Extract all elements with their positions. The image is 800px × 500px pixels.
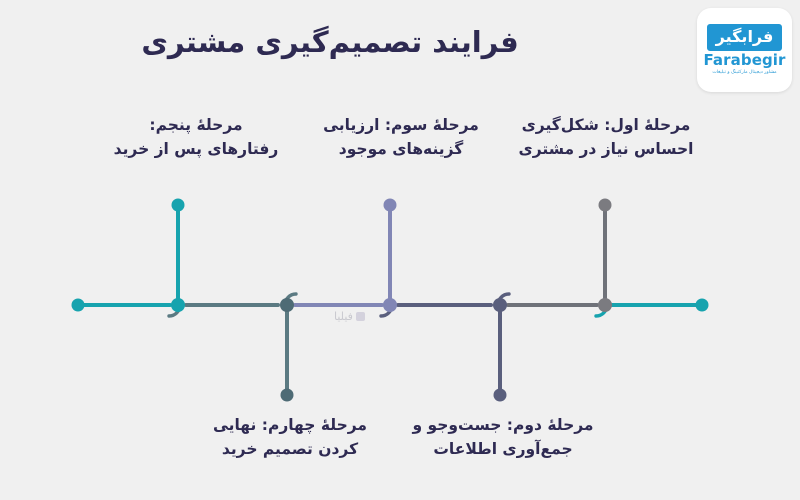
timeline-node-stage-5[interactable] xyxy=(171,298,185,312)
endpoint-dot-stage-2 xyxy=(493,388,507,402)
endpoint-dot-stage-1 xyxy=(598,198,612,212)
timeline-node-stage-3[interactable] xyxy=(383,298,397,312)
stage-2-line-2: جمع‌آوری اطلاعات xyxy=(433,440,573,459)
page-title: فرایند تصمیم‌گیری مشتری xyxy=(141,25,519,59)
stage-label-4: مرحلهٔ چهارم: نهایی کردن تصمیم خرید xyxy=(202,413,378,461)
endpoint-dot-left-cap xyxy=(71,298,85,312)
timeline-node-stage-4[interactable] xyxy=(280,298,294,312)
stage-label-2: مرحلهٔ دوم: جست‌وجو و جمع‌آوری اطلاعات xyxy=(410,413,596,461)
endpoint-dot-stage-3 xyxy=(383,198,397,212)
stage-label-3: مرحلهٔ سوم: ارزیابی گزینه‌های موجود xyxy=(313,113,489,161)
brand-logo: فرابگیر Farabegir مشاور دیجیتال مارکتینگ… xyxy=(697,8,792,92)
logo-tagline: مشاور دیجیتال مارکتینگ و تبلیغات xyxy=(712,70,777,76)
stage-1-line-2: احساس نیاز در مشتری xyxy=(518,140,694,159)
stage-2-line-1: مرحلهٔ دوم: جست‌وجو و xyxy=(412,416,594,434)
timeline-node-stage-1[interactable] xyxy=(598,298,612,312)
logo-wordmark: Farabegir xyxy=(703,50,786,69)
endpoint-dot-right-cap xyxy=(695,298,709,312)
endpoint-dot-stage-4 xyxy=(280,388,294,402)
stage-label-1: مرحلهٔ اول: شکل‌گیری احساس نیاز در مشتری xyxy=(508,113,704,161)
stage-4-line-2: کردن تصمیم خرید xyxy=(221,440,359,459)
watermark-text: فیلیا xyxy=(334,310,353,323)
timeline-node-stage-2[interactable] xyxy=(493,298,507,312)
stage-1-line-1: مرحلهٔ اول: شکل‌گیری xyxy=(521,116,691,134)
stage-3-line-2: گزینه‌های موجود xyxy=(338,140,464,159)
watermark-glyph-icon xyxy=(355,312,365,321)
watermark: فیلیا xyxy=(334,310,365,323)
logo-mark-text: فرابگیر xyxy=(715,27,774,47)
stage-label-5: مرحلهٔ پنجم: رفتارهای پس از خرید xyxy=(108,113,284,161)
endpoint-dot-stage-5 xyxy=(171,198,185,212)
stage-4-line-1: مرحلهٔ چهارم: نهایی xyxy=(212,416,367,434)
stage-5-line-2: رفتارهای پس از خرید xyxy=(113,140,279,159)
stage-5-line-1: مرحلهٔ پنجم: xyxy=(149,116,243,134)
logo-mark-box: فرابگیر xyxy=(706,24,783,51)
stage-3-line-1: مرحلهٔ سوم: ارزیابی xyxy=(323,116,479,134)
